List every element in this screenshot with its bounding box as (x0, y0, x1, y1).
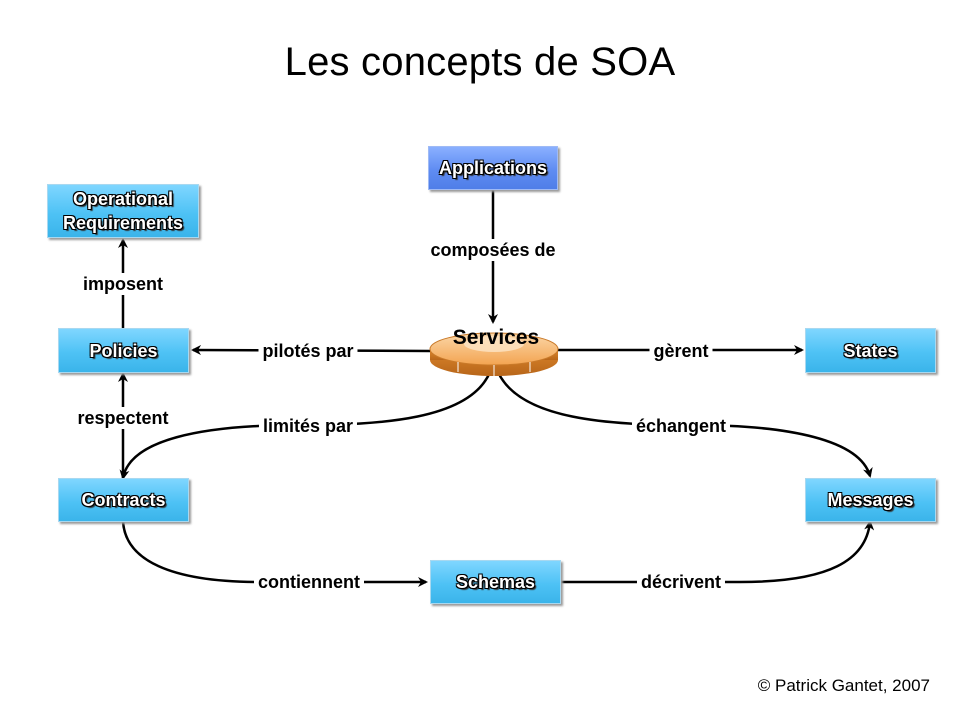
edge-schemas-messages (561, 520, 875, 584)
page-title: Les concepts de SOA (284, 40, 676, 84)
node-operational-requirements: Operational Requirements (47, 184, 199, 238)
copyright-text: © Patrick Gantet, 2007 (757, 676, 930, 695)
services-disc-icon (429, 332, 559, 376)
edge-contracts-schemas (121, 520, 428, 587)
edge-label-limites-par: limités par (258, 415, 358, 437)
node-services-label: Services (452, 326, 540, 349)
edge-label-decrivent: décrivent (636, 571, 726, 593)
node-messages: Messages (805, 478, 936, 522)
node-applications: Applications (428, 146, 558, 190)
edge-label-composees-de: composées de (426, 239, 560, 261)
node-operational-line2: Requirements (62, 213, 184, 233)
edge-label-echangent: échangent (631, 415, 731, 437)
edge-label-contiennent: contiennent (254, 571, 364, 593)
edge-label-imposent: imposent (78, 273, 168, 295)
edge-label-pilotes-par: pilotés par (258, 340, 358, 362)
node-schemas: Schemas (430, 560, 561, 604)
node-operational-line1: Operational (72, 189, 174, 209)
node-policies: Policies (58, 328, 189, 373)
edge-label-respectent: respectent (73, 407, 173, 429)
edge-label-gerent: gèrent (649, 340, 713, 362)
node-contracts: Contracts (58, 478, 189, 522)
node-states: States (805, 328, 936, 373)
